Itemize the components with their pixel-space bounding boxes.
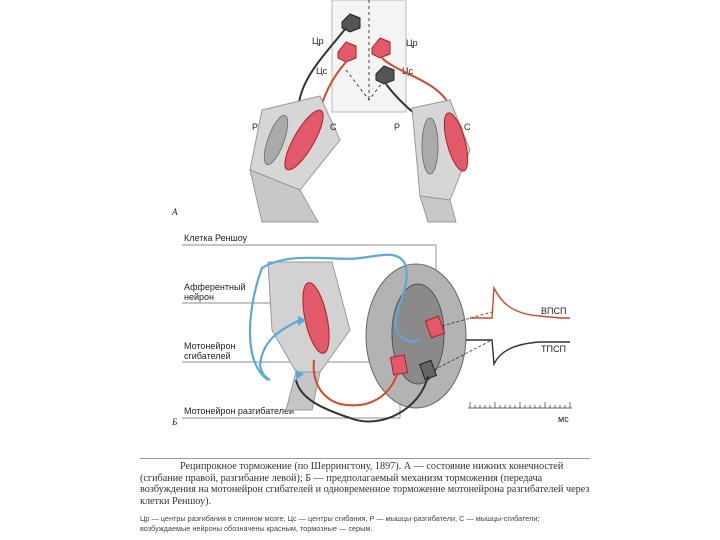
flexor-motoneuron [424, 315, 446, 339]
afferent-label-1: Афферентный [184, 282, 246, 292]
afferent-branch [258, 319, 301, 381]
left-leg-shin [249, 169, 319, 223]
flexor-motoneuron-2 [389, 354, 409, 376]
time-axis-ticks [469, 402, 571, 408]
extensor-efferent [295, 375, 429, 423]
caption-rule [140, 458, 590, 459]
flexor-mn-label-1: Мотонейрон [184, 341, 235, 351]
epsp-trace [470, 285, 570, 319]
legend-text: Цр — центры разгибания в спинном мозге, … [140, 514, 540, 533]
renshaw-cell [418, 359, 438, 381]
flexor-center-left-neuron [337, 41, 357, 63]
label-p-left: Р [252, 122, 258, 132]
label-c-left: С [330, 122, 337, 132]
figure-caption: Реципрокное торможение (по Шеррингтону, … [140, 461, 590, 507]
extensor-center-left-neuron [341, 13, 361, 33]
panel-a-letter: А [171, 207, 178, 217]
panel-a: Цр Цс Цр Цс Р С Р С А [171, 0, 471, 223]
extensor-mn-label: Мотонейрон разгибателей [184, 406, 294, 416]
afferent-receptor-upper [298, 316, 306, 326]
left-flexor-muscle [284, 109, 324, 171]
flexor-mn-label-2: сгибателей [184, 351, 231, 361]
flexor-center-right-neuron [371, 37, 391, 59]
label-cs-right: Цс [402, 66, 414, 76]
inhibitory-dashed-path [345, 69, 393, 101]
ms-label: мс [558, 414, 569, 424]
label-cs-left: Цс [316, 66, 328, 76]
recording-line-ipsp [433, 339, 493, 371]
figure-legend: Цр — центры разгибания в спинном мозге, … [140, 514, 590, 534]
left-extensor-muscle [263, 114, 289, 166]
caption-text: Реципрокное торможение (по Шеррингтону, … [140, 461, 590, 507]
ipsp-trace [466, 339, 570, 367]
epsp-label: ВПСП [541, 306, 566, 316]
right-leg-shin [419, 195, 457, 223]
right-flexor-muscle [443, 112, 469, 172]
renshaw-label: Клетка Реншоу [184, 233, 248, 243]
panel-b: Клетка Реншоу Афферентный нейрон Мотоней… [171, 233, 572, 427]
label-p-right: Р [394, 122, 400, 132]
label-cr-right: Цр [406, 38, 418, 48]
afferent-label-2: нейрон [184, 292, 214, 302]
flexor-efferent [312, 359, 399, 407]
ipsp-label: ТПСП [541, 344, 566, 354]
label-cr-left: Цр [312, 36, 324, 46]
right-extensor-muscle [421, 117, 439, 175]
afferent-fiber [248, 253, 421, 381]
extensor-center-right-neuron [375, 65, 395, 85]
panel-b-letter: Б [171, 417, 178, 427]
label-c-right: С [464, 122, 471, 132]
recording-line-epsp [441, 311, 493, 327]
afferent-receptor-lower [296, 370, 304, 380]
